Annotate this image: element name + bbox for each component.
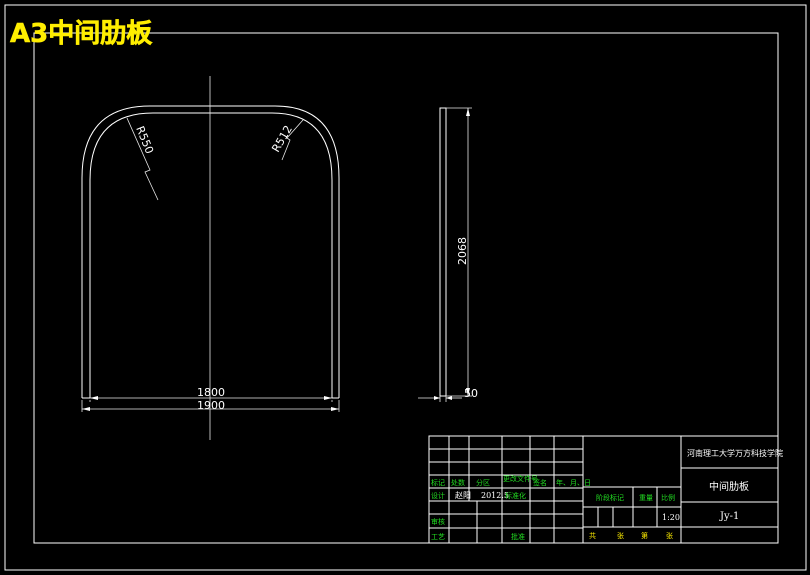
tb-label-scale: 比例 (661, 493, 675, 502)
tb-label-no: 第 (641, 531, 648, 540)
side-plate (439, 107, 447, 397)
tb-label-review: 审核 (431, 517, 445, 526)
thickness-label: 50 (464, 387, 478, 400)
sheet-border (4, 4, 807, 571)
inner-width-label: 1800 (197, 386, 225, 399)
outer-width-label: 1900 (197, 399, 225, 412)
tb-label-count: 处数 (451, 478, 465, 487)
tb-drawing-no: Jy-1 (719, 511, 739, 522)
tb-scale-value: 1:20 (662, 513, 680, 522)
tb-label-date: 年、月、日 (556, 478, 591, 487)
tb-label-sheets-2: 张 (666, 531, 673, 540)
drawing-title: A3中间肋板 (10, 18, 152, 49)
tb-label-sheets-1: 张 (617, 531, 624, 540)
tb-label-change-doc: 更改文件号 (503, 474, 538, 483)
tb-label-standard: 标准化 (505, 491, 526, 500)
tb-label-weight: 重量 (639, 494, 653, 502)
radius-leader-right (281, 119, 304, 161)
height-label: 2068 (456, 237, 469, 265)
tb-label-design: 设计 (431, 491, 445, 500)
inner-contour (89, 112, 333, 398)
front-view: R550 R512 1800 1900 (81, 76, 340, 440)
radius-leader-left (126, 117, 159, 201)
tb-label-process: 工艺 (431, 533, 445, 541)
tb-label-mark: 标记 (431, 478, 445, 487)
tb-design-date: 2012.5 (481, 491, 509, 500)
tb-label-zone: 分区 (476, 478, 490, 487)
tb-designer: 赵阳 (455, 490, 471, 500)
tb-part-name: 中间肋板 (709, 480, 749, 493)
tb-label-stage: 阶段标记 (596, 493, 624, 502)
tb-label-sign: 签名 (533, 478, 547, 487)
tb-label-approve: 批准 (511, 532, 525, 541)
tb-label-total: 共 (589, 531, 596, 540)
frame-border (33, 32, 779, 544)
outer-contour (81, 105, 340, 398)
tb-school: 河南理工大学万方科技学院 (687, 448, 783, 458)
title-block: 标记 处数 分区 更改文件号 签名 年、月、日 设计 赵阳 2012.5 标准化… (428, 435, 783, 544)
radius-label-right: R512 (269, 123, 295, 154)
side-view: 2068 50 (418, 107, 478, 402)
